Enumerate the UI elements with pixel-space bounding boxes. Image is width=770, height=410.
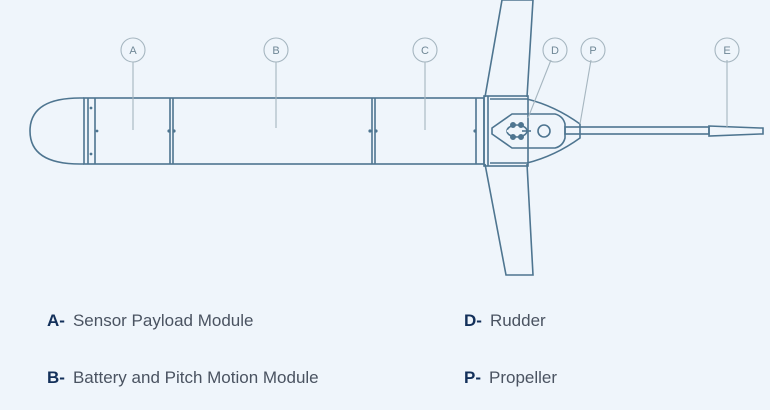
legend-item-p: P- Propeller [464,368,557,388]
callout-d: D [551,45,559,57]
legend-key: D- [464,311,482,330]
nose-cone [29,97,84,165]
legend-label: Sensor Payload Module [72,311,254,330]
legend-key: B- [47,368,65,387]
glider-diagram: A B C D P E [29,0,764,276]
hull [83,97,485,165]
legend-item-b: B- Battery and Pitch Motion Module [47,368,319,388]
lower-wing [484,163,534,276]
callout-b: B [272,45,279,57]
tail-frame [483,95,529,167]
antenna-rod [564,126,710,135]
legend-item-d: D- Rudder [464,311,546,331]
legend-item-a: A- Sensor Payload Module [47,311,253,331]
upper-wing [484,0,534,98]
legend-label: Rudder [489,311,546,330]
callout-c: C [421,45,429,57]
legend-label: Battery and Pitch Motion Module [72,368,319,387]
tail-cone [490,98,581,164]
callout-p: P [589,45,596,57]
rudder-housing [491,113,566,149]
callout-a: A [129,45,137,57]
legend-key: P- [464,368,481,387]
antenna-tip [708,125,764,137]
propeller-hub [537,124,551,138]
legend-label: Propeller [489,368,558,387]
callout-e: E [723,45,730,57]
legend-key: A- [47,311,65,330]
